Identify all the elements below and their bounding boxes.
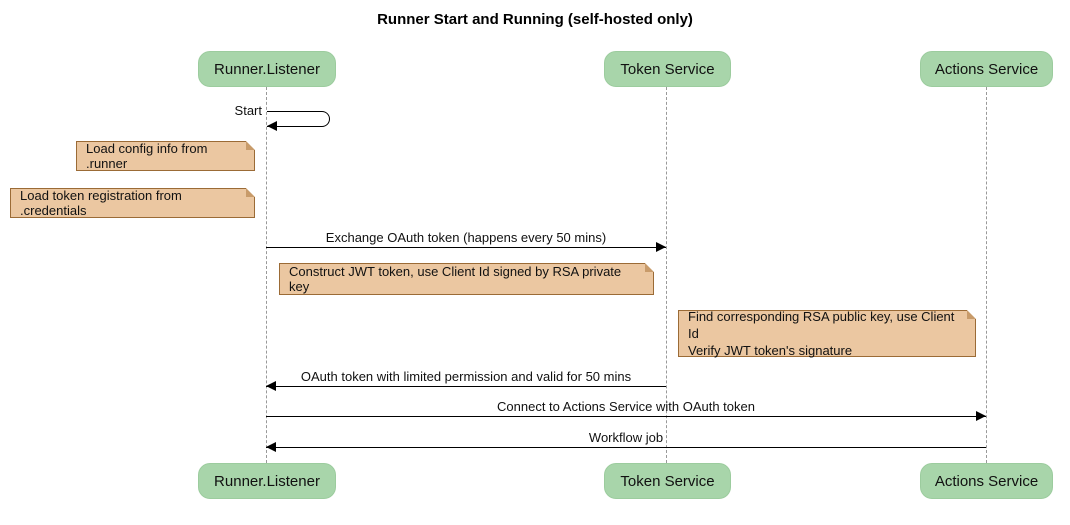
note-text: Load token registration from .credential…	[20, 188, 182, 218]
arrowhead-icon	[266, 381, 276, 391]
lifeline-runner-listener	[266, 87, 267, 463]
message-line	[266, 247, 666, 248]
message-label-oauth-return: OAuth token with limited permission and …	[300, 369, 632, 384]
message-label-connect-actions: Connect to Actions Service with OAuth to…	[497, 399, 755, 414]
participant-runner-listener-top: Runner.Listener	[198, 51, 336, 87]
note-construct-jwt: Construct JWT token, use Client Id signe…	[279, 263, 654, 295]
message-line	[266, 386, 666, 387]
note-text-line1: Find corresponding RSA public key, use C…	[688, 309, 955, 341]
participant-label: Actions Service	[934, 60, 1039, 78]
arrowhead-icon	[267, 121, 277, 131]
arrowhead-icon	[266, 442, 276, 452]
lifeline-token-service	[666, 87, 667, 463]
participant-actions-service-bottom: Actions Service	[920, 463, 1053, 499]
message-line	[266, 447, 986, 448]
participant-label: Actions Service	[934, 472, 1039, 490]
note-find-rsa-key: Find corresponding RSA public key, use C…	[678, 309, 976, 358]
message-label-exchange-oauth: Exchange OAuth token (happens every 50 m…	[325, 230, 607, 245]
note-load-config: Load config info from .runner	[76, 141, 255, 171]
lifeline-actions-service	[986, 87, 987, 463]
message-line	[266, 416, 986, 417]
arrowhead-icon	[656, 242, 666, 252]
arrowhead-icon	[976, 411, 986, 421]
note-load-token-registration: Load token registration from .credential…	[10, 188, 255, 218]
note-text: Construct JWT token, use Client Id signe…	[289, 264, 622, 294]
participant-label: Runner.Listener	[214, 60, 320, 78]
message-label-workflow-job: Workflow job	[588, 430, 664, 445]
participant-token-service-top: Token Service	[604, 51, 731, 87]
self-message-loop	[267, 111, 330, 127]
diagram-title: Runner Start and Running (self-hosted on…	[377, 11, 693, 28]
note-text: Load config info from .runner	[86, 141, 208, 171]
self-message-label: Start	[234, 103, 262, 118]
participant-actions-service-top: Actions Service	[920, 51, 1053, 87]
participant-label: Token Service	[620, 472, 715, 490]
participant-label: Runner.Listener	[214, 472, 320, 490]
note-text-line2: Verify JWT token's signature	[688, 343, 853, 358]
participant-label: Token Service	[620, 60, 715, 78]
participant-runner-listener-bottom: Runner.Listener	[198, 463, 336, 499]
participant-token-service-bottom: Token Service	[604, 463, 731, 499]
